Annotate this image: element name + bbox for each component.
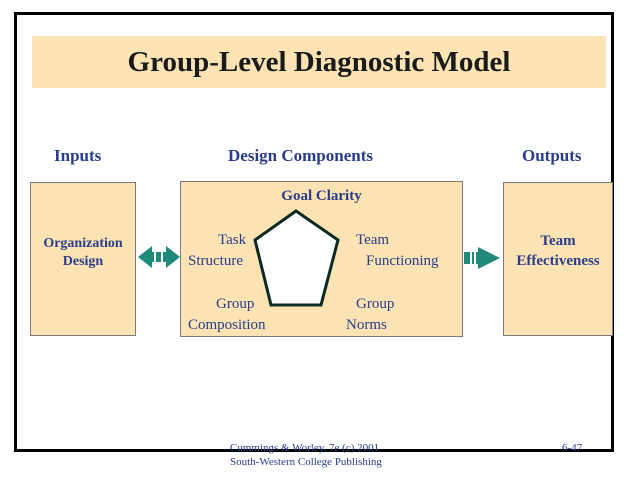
group-norms-label: Group Norms (346, 294, 394, 336)
footer-credit: Cummings & Worley, 7e (c) 2001 South-Wes… (230, 441, 382, 469)
slide-title: Group-Level Diagnostic Model (127, 46, 511, 78)
team-functioning-label: Team Functioning (356, 230, 439, 272)
title-band (32, 36, 606, 88)
input-box-label: Organization Design (30, 235, 136, 271)
input-line-1: Organization (43, 236, 123, 251)
design-components-heading: Design Components (228, 146, 373, 165)
output-box-label: Team Effectiveness (503, 231, 613, 271)
input-line-2: Design (62, 254, 104, 269)
task-line-2: Structure (188, 253, 243, 269)
input-box (30, 182, 136, 336)
team-line-1: Team (356, 232, 390, 248)
double-arrow (138, 246, 180, 268)
task-line-1: Task (218, 232, 247, 248)
output-box (503, 182, 613, 336)
outputs-heading: Outputs (522, 146, 582, 165)
pentagon-shape (253, 209, 340, 307)
group-composition-label: Group Composition (188, 294, 266, 336)
inputs-heading: Inputs (54, 146, 102, 165)
footer-line-2: South-Western College Publishing (230, 456, 382, 468)
output-line-2: Effectiveness (516, 253, 600, 269)
composition-line-2: Composition (188, 317, 266, 333)
output-line-1: Team (540, 233, 576, 249)
page-number: 6-47 (562, 442, 583, 454)
goal-clarity-label: Goal Clarity (281, 188, 362, 204)
output-arrow (464, 247, 500, 269)
norms-line-1: Group (356, 296, 395, 312)
footer-line-1: Cummings & Worley, 7e (c) 2001 (230, 442, 380, 454)
task-structure-label: Task Structure (188, 230, 246, 272)
norms-line-2: Norms (346, 317, 387, 333)
team-line-2: Functioning (366, 253, 439, 269)
composition-line-1: Group (216, 296, 255, 312)
